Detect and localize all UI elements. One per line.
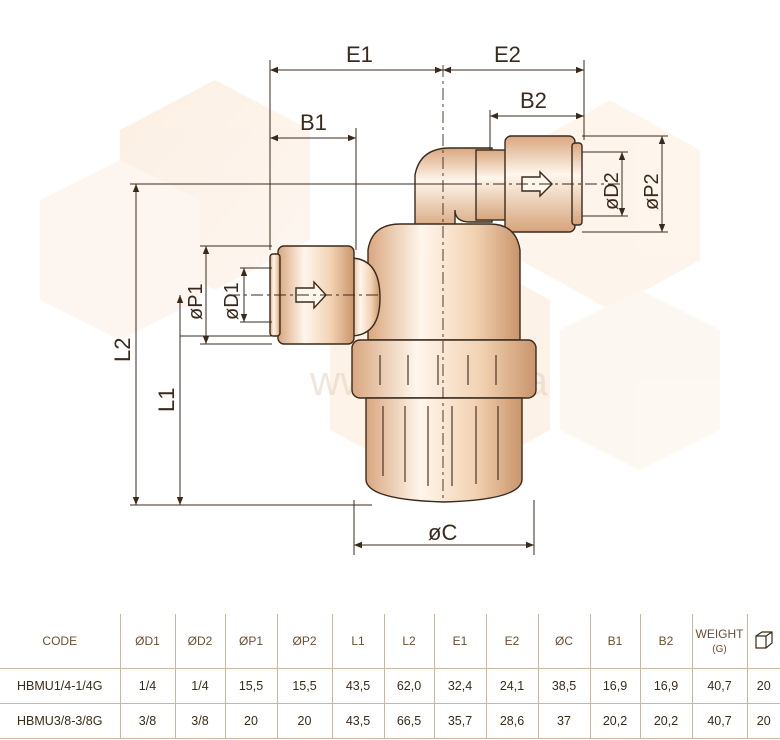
cell-e2: 24,1	[485, 668, 538, 704]
center-lines	[228, 65, 620, 500]
cell-p1: 20	[224, 703, 277, 739]
cell-e1: 32,4	[433, 668, 486, 704]
cell-b1: 20,2	[589, 703, 640, 739]
cell-code: HBMU1/4-1/4G	[0, 668, 120, 704]
col-header-d2: ØD2	[174, 614, 225, 669]
cell-l2: 66,5	[383, 703, 434, 739]
table-row: HBMU3/8-3/8G 3/8 3/8 20 20 43,5 66,5 35,…	[0, 703, 780, 739]
cell-d1: 1/4	[119, 668, 175, 704]
technical-drawing: www.leon.ua	[40, 42, 720, 555]
cell-weight: 40,7	[691, 703, 747, 739]
cell-b2: 16,9	[639, 668, 692, 704]
cell-c: 38,5	[537, 668, 590, 704]
col-header-l2: L2	[383, 614, 434, 669]
col-header-e2: E2	[485, 614, 538, 669]
spec-table: CODE ØD1 ØD2 ØP1 ØP2 L1 L2 E1 E2 ØC B1 B…	[0, 614, 780, 739]
col-header-c: ØC	[537, 614, 590, 669]
cell-box: 20	[746, 703, 780, 739]
col-header-b2: B2	[639, 614, 692, 669]
col-header-p2: ØP2	[276, 614, 332, 669]
col-header-d1: ØD1	[119, 614, 175, 669]
label-c: øC	[428, 520, 457, 545]
label-b1: B1	[300, 110, 327, 135]
weight-unit: (G)	[712, 644, 727, 655]
cell-p2: 15,5	[276, 668, 332, 704]
dimension-lines	[130, 60, 668, 555]
cell-p1: 15,5	[224, 668, 277, 704]
label-e1: E1	[346, 42, 373, 67]
col-header-box	[746, 614, 780, 669]
cell-weight: 40,7	[691, 668, 747, 704]
col-header-l1: L1	[331, 614, 384, 669]
col-header-e1: E1	[433, 614, 486, 669]
cell-d2: 1/4	[174, 668, 225, 704]
label-p2: øP2	[641, 173, 663, 210]
col-header-weight: WEIGHT (G)	[691, 614, 747, 669]
col-header-p1: ØP1	[224, 614, 277, 669]
cell-c: 37	[537, 703, 590, 739]
cell-l1: 43,5	[331, 703, 384, 739]
cell-d1: 3/8	[119, 703, 175, 739]
table-row: HBMU1/4-1/4G 1/4 1/4 15,5 15,5 43,5 62,0…	[0, 668, 780, 704]
nut-ribs	[379, 355, 499, 486]
cell-d2: 3/8	[174, 703, 225, 739]
label-d2: øD2	[601, 172, 623, 210]
cell-e1: 35,7	[433, 703, 486, 739]
box-icon	[755, 630, 773, 649]
label-e2: E2	[494, 42, 521, 67]
label-d1: øD1	[221, 282, 243, 320]
cell-l2: 62,0	[383, 668, 434, 704]
cell-b1: 16,9	[589, 668, 640, 704]
cell-p2: 20	[276, 703, 332, 739]
table-header-row: CODE ØD1 ØD2 ØP1 ØP2 L1 L2 E1 E2 ØC B1 B…	[0, 614, 780, 669]
label-l1: L1	[154, 388, 179, 412]
label-p1: øP1	[185, 283, 207, 320]
col-header-b1: B1	[589, 614, 640, 669]
cell-code: HBMU3/8-3/8G	[0, 703, 120, 739]
cell-l1: 43,5	[331, 668, 384, 704]
label-b2: B2	[520, 88, 547, 113]
cell-b2: 20,2	[639, 703, 692, 739]
cell-e2: 28,6	[485, 703, 538, 739]
label-l2: L2	[110, 338, 135, 362]
weight-label: WEIGHT	[695, 627, 744, 641]
col-header-code: CODE	[0, 614, 120, 669]
cell-box: 20	[746, 668, 780, 704]
